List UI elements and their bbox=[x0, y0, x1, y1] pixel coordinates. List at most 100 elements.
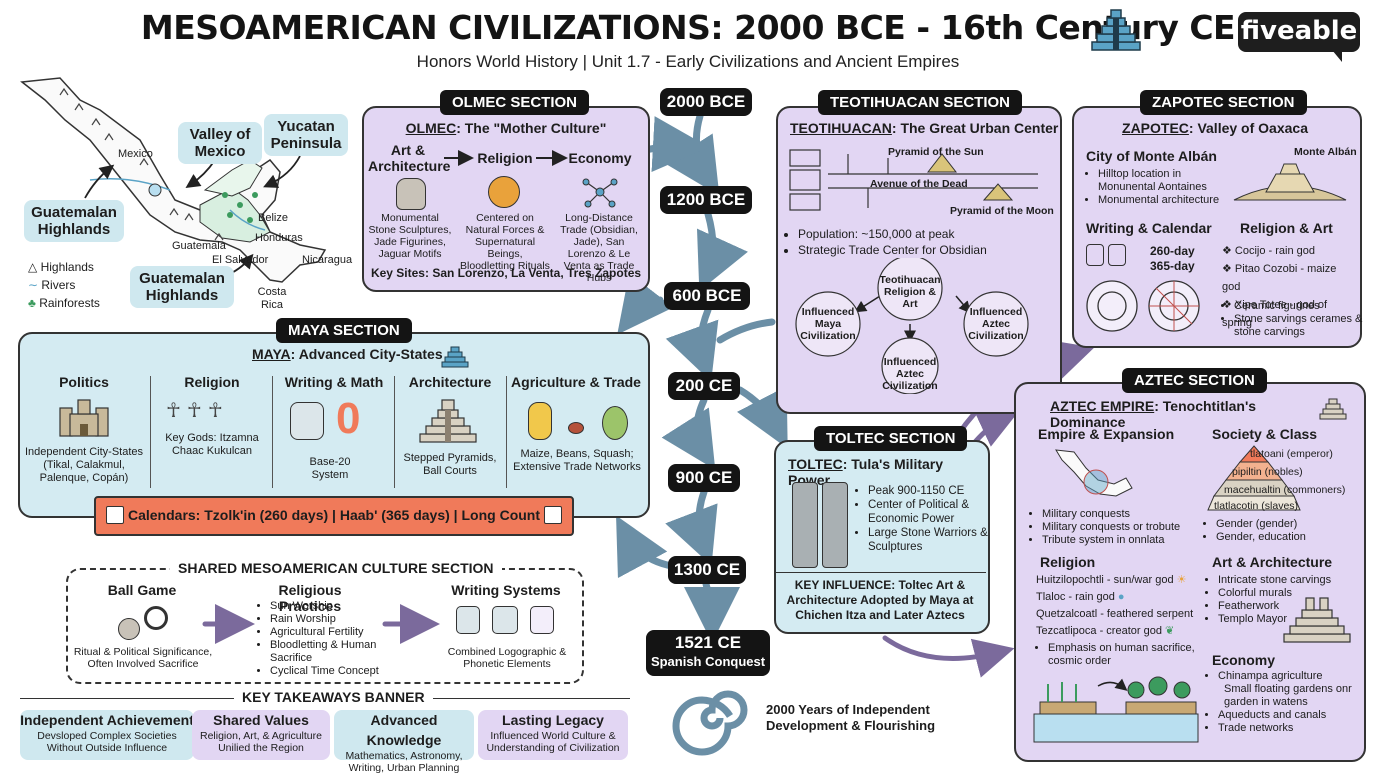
zapotec-section-label: ZAPOTEC SECTION bbox=[1140, 90, 1307, 115]
toltec-influence: KEY INFLUENCE: Toltec Art & Architecture… bbox=[786, 578, 974, 622]
aztec-economy-bullets: Chinampa agriculture Small floating gard… bbox=[1206, 670, 1370, 735]
page-title: MESOAMERICAN CIVILIZATIONS: 2000 BCE - 1… bbox=[140, 8, 1236, 47]
aztec-empire-title: Empire & Expansion bbox=[1038, 426, 1175, 442]
maya-agriculture-title: Agriculture & Trade bbox=[511, 374, 641, 390]
maya-glyph-icon bbox=[290, 402, 324, 440]
zapotec-city-title: City of Monte Albán bbox=[1086, 148, 1217, 164]
olmec-art-desc: Monumental Stone Sculptures, Jade Figuri… bbox=[368, 212, 452, 260]
takeaway-lasting-legacy: Lasting Legacy Influenced World Culture … bbox=[478, 710, 628, 760]
timeline-600-bce: 600 BCE bbox=[664, 282, 750, 310]
spiral-icon bbox=[672, 690, 748, 756]
callout-valley-of-mexico: Valley of Mexico bbox=[178, 122, 262, 164]
olmec-key-sites: Key Sites: San Lorenzo, La Venta, Tres Z… bbox=[370, 266, 642, 280]
practices-bullets: Sun Worship Rain Worship Agricultural Fe… bbox=[258, 600, 400, 678]
aztec-class-slaves: tlatlacotin (slaves) bbox=[1214, 500, 1299, 512]
map-legend: △ Highlands ∼ Rivers ♣ Rainforests bbox=[28, 260, 100, 310]
teotihuacan-moon-label: Pyramid of the Moon bbox=[950, 205, 1054, 217]
maya-religion-title: Religion bbox=[184, 374, 240, 390]
takeaway-advanced-knowledge: Advanced Knowledge Mathematics, Astronom… bbox=[334, 710, 474, 774]
map-label-belize: Belize bbox=[258, 212, 288, 224]
maya-zero-glyph: 0 bbox=[336, 394, 361, 443]
glyph-icon bbox=[1086, 244, 1104, 266]
aztec-section-label: AZTEC SECTION bbox=[1122, 368, 1267, 393]
deity-icon: ❖ bbox=[1222, 299, 1235, 311]
olmec-art-title: Art & Architecture bbox=[368, 142, 451, 174]
maya-gods-icon: ☥☥☥ bbox=[166, 400, 229, 422]
olmec-heading: OLMEC: The "Mother Culture" bbox=[405, 120, 607, 136]
sun-icon: ☀ bbox=[1173, 574, 1187, 586]
teotihuacan-node-aztec-2: Influenced Aztec Civilization bbox=[882, 356, 938, 392]
maya-pyramid-icon bbox=[441, 346, 469, 368]
timeline-900-ce: 900 CE bbox=[668, 464, 740, 492]
maya-section-label: MAYA SECTION bbox=[276, 318, 412, 343]
calendar-wheels-icon bbox=[1086, 280, 1200, 332]
timeline-1200-bce: 1200 BCE bbox=[660, 186, 752, 214]
callout-yucatan: Yucatan Peninsula bbox=[264, 114, 348, 156]
teotihuacan-bullets: Population: ~150,000 at peak Strategic T… bbox=[786, 226, 1058, 258]
map-label-nicaragua: Nicaragua bbox=[302, 254, 353, 266]
rainforest-icon: ♣ bbox=[28, 296, 40, 310]
teotihuacan-node-aztec: Influenced Aztec Civilization bbox=[968, 306, 1024, 342]
ballgame-ring-icon bbox=[144, 606, 168, 630]
toltec-section-label: TOLTEC SECTION bbox=[814, 426, 968, 451]
toltec-heading: TOLTEC: Tula's Military Power bbox=[788, 456, 944, 488]
aztec-economy-title: Economy bbox=[1212, 652, 1276, 668]
aztec-art-bullets: Intricate stone carvings Colorful murals… bbox=[1206, 574, 1368, 626]
olmec-head-icon bbox=[396, 178, 426, 210]
takeaways-label: KEY TAKEAWAYS BANNER bbox=[234, 689, 433, 705]
timeline-1521-ce: 1521 CE Spanish Conquest bbox=[646, 630, 770, 676]
zapotec-religion-title: Religion & Art bbox=[1240, 220, 1333, 236]
squash-icon bbox=[602, 406, 628, 440]
takeaway-shared-values: Shared Values Religion, Art, & Agricultu… bbox=[192, 710, 330, 760]
aztec-class-nobles: pipiltin (nobles) bbox=[1232, 466, 1303, 478]
practices-title: Religious Practices bbox=[278, 582, 342, 614]
olmec-economy-desc: Long-Distance Trade (Obsidian, Jade), Sa… bbox=[560, 212, 638, 284]
aztec-religion-bullet: Emphasis on human sacrifice, cosmic orde… bbox=[1036, 642, 1216, 668]
maya-writing-title: Writing & Math bbox=[284, 374, 384, 390]
olmec-religion-desc: Centered on Natural Forces & Supernatura… bbox=[460, 212, 550, 272]
jaguar-icon bbox=[488, 176, 520, 208]
map-label-mexico: Mexico bbox=[118, 148, 153, 160]
castle-icon bbox=[59, 399, 109, 437]
callout-guatemalan-highlands-bottom: Guatemalan Highlands bbox=[130, 266, 234, 308]
teotihuacan-heading: TEOTIHUACAN: The Great Urban Center bbox=[790, 120, 1059, 136]
highlands-icon: △ bbox=[28, 260, 41, 274]
mesoamerica-map bbox=[20, 77, 327, 283]
page-subtitle: Honors World History | Unit 1.7 - Early … bbox=[416, 52, 960, 71]
maya-architecture-desc: Stepped Pyramids, Ball Courts bbox=[403, 452, 497, 477]
teotihuacan-section-label: TEOTIHUACAN SECTION bbox=[818, 90, 1022, 115]
toltec-bullets: Peak 900-1150 CE Center of Political & E… bbox=[856, 484, 992, 554]
monte-alban-icon bbox=[1233, 163, 1347, 201]
map-label-guatemala: Guatemala bbox=[172, 240, 226, 252]
ballgame-desc: Ritual & Political Significance, Often I… bbox=[73, 646, 213, 670]
zapotec-art-bullets: Ceramic figurines Stone sarvings cerames… bbox=[1222, 300, 1366, 339]
raindrop-icon: ● bbox=[1114, 591, 1125, 603]
maize-icon bbox=[528, 402, 552, 440]
aztec-heading: AZTEC EMPIRE: Tenochtitlan's Dominance bbox=[1050, 398, 1257, 430]
aztec-art-title: Art & Architecture bbox=[1212, 554, 1333, 570]
aztec-panel bbox=[1014, 382, 1366, 762]
stepped-pyramid-icon bbox=[419, 399, 477, 443]
stone-warrior-icon bbox=[822, 482, 848, 568]
teotihuacan-node-maya: Influenced Maya Civilization bbox=[800, 306, 856, 342]
aztec-empire-bullets: Military conquests Military conquests or… bbox=[1030, 508, 1212, 547]
trade-network-icon bbox=[582, 178, 618, 208]
map-label-el-salvador: El Salvador bbox=[212, 254, 269, 266]
shared-section-label: SHARED MESOAMERICAN CULTURE SECTION bbox=[170, 560, 502, 576]
deity-icon: ❖ bbox=[1222, 245, 1235, 257]
social-pyramid-icon bbox=[1207, 445, 1301, 511]
zapotec-calendar: 260-day 365-day bbox=[1150, 244, 1195, 273]
olmec-section-label: OLMEC SECTION bbox=[440, 90, 590, 115]
aztec-class-emperor: tlatoani (emperor) bbox=[1250, 448, 1333, 460]
templo-mayor-icon bbox=[1283, 597, 1351, 643]
teotihuacan-avenue-label: Avenue of the Dead bbox=[870, 178, 968, 190]
calendar-icon bbox=[544, 506, 562, 524]
aztec-religion-title: Religion bbox=[1040, 554, 1096, 570]
timeline-200-ce: 200 CE bbox=[668, 372, 740, 400]
glyph-icon bbox=[1108, 244, 1126, 266]
callout-guatemalan-highlands-left: Guatemalan Highlands bbox=[24, 200, 124, 242]
writing-glyph-icon bbox=[492, 606, 518, 634]
aztec-empire-map bbox=[1055, 449, 1133, 497]
chinampa-garden-icon bbox=[1033, 676, 1199, 743]
rubber-ball-icon bbox=[118, 618, 140, 640]
